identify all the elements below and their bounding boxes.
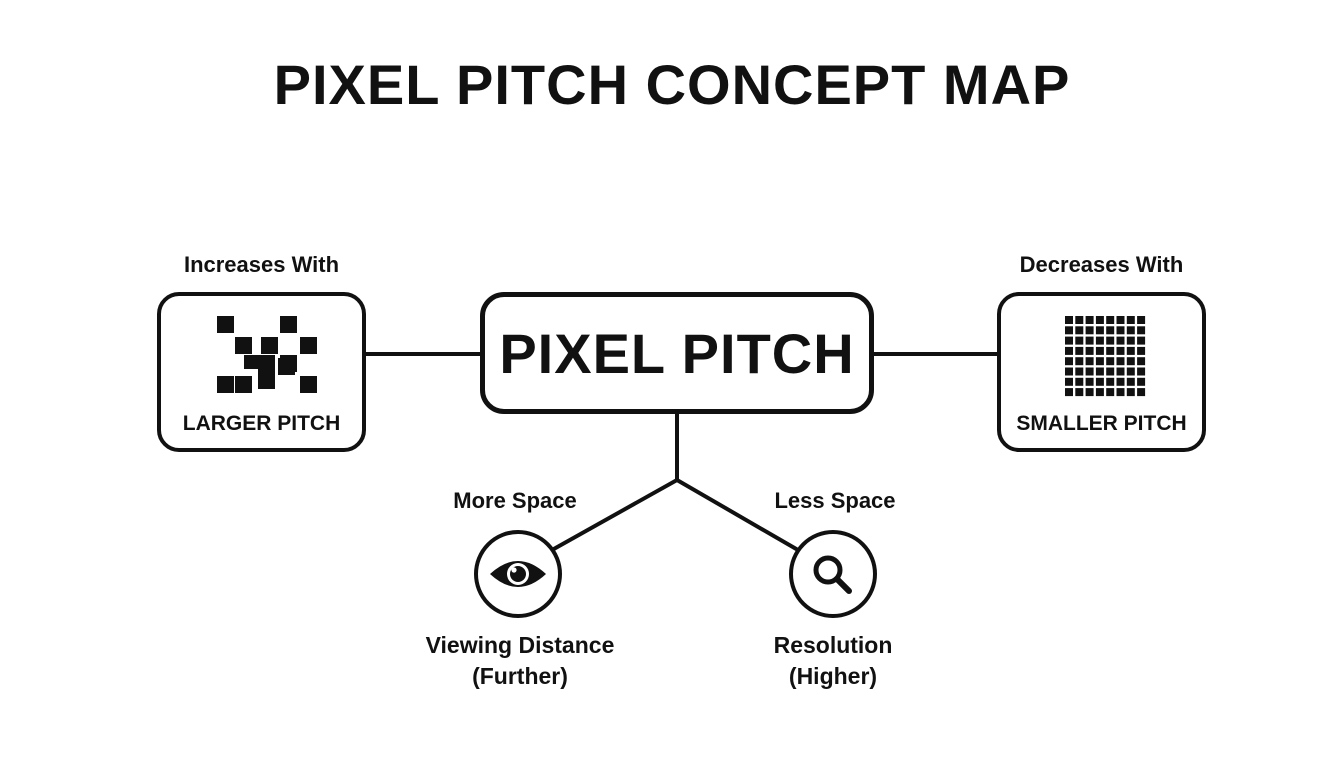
dense-pixel	[1106, 377, 1115, 386]
center-node: PIXEL PITCH	[480, 292, 874, 414]
dense-pixel	[1116, 367, 1125, 376]
dense-pixel	[1075, 336, 1084, 345]
dense-pixel	[1126, 367, 1135, 376]
dense-pixel	[1106, 367, 1115, 376]
dense-pixel	[1085, 316, 1094, 324]
dense-pixel	[1126, 316, 1135, 324]
edge-label-less-space: Less Space	[774, 488, 896, 513]
dense-pixel-grid-icon	[1065, 316, 1146, 397]
dense-pixel	[1075, 388, 1084, 397]
viewing-distance-label: Viewing Distance (Further)	[400, 630, 640, 692]
dense-pixel	[1085, 388, 1094, 397]
dense-pixel	[1075, 377, 1084, 386]
sparse-pixel-grid-icon	[217, 316, 317, 393]
dense-pixel	[1126, 357, 1135, 366]
larger-pitch-label: LARGER PITCH	[182, 412, 341, 435]
dense-pixel	[1065, 367, 1073, 376]
dense-pixel	[1075, 326, 1084, 335]
edge-label-more-space: More Space	[453, 488, 577, 513]
viewing-distance-label-line2: (Further)	[472, 663, 568, 689]
dense-pixel	[1137, 346, 1146, 355]
larger-pitch-node: LARGER PITCH	[157, 292, 366, 452]
resolution-node	[789, 530, 877, 618]
viewing-distance-node	[474, 530, 562, 618]
dense-pixel	[1085, 367, 1094, 376]
page-title: PIXEL PITCH CONCEPT MAP	[273, 53, 1071, 116]
dense-pixel	[1137, 326, 1146, 335]
dense-pixel	[1116, 316, 1125, 324]
dense-pixel	[1116, 326, 1125, 335]
resolution-label-line1: Resolution	[773, 632, 893, 658]
dense-pixel	[1075, 346, 1084, 355]
dense-pixel	[1137, 316, 1146, 324]
dense-pixel	[1116, 346, 1125, 355]
dense-pixel	[1095, 336, 1104, 345]
dense-pixel	[1095, 326, 1104, 335]
dense-pixel	[1065, 346, 1073, 355]
edge-label-increases: Increases With	[183, 252, 340, 277]
dense-pixel	[1116, 377, 1125, 386]
dense-pixel	[1137, 357, 1146, 366]
dense-pixel	[1095, 377, 1104, 386]
dense-pixel	[1106, 357, 1115, 366]
dense-pixel	[1137, 388, 1146, 397]
dense-pixel	[1106, 326, 1115, 335]
dense-pixel	[1085, 377, 1094, 386]
dense-pixel	[1085, 357, 1094, 366]
dense-pixel	[1095, 388, 1104, 397]
viewing-distance-label-line1: Viewing Distance	[425, 632, 615, 658]
dense-pixel	[1106, 336, 1115, 345]
dense-pixel	[1085, 336, 1094, 345]
dense-pixel	[1065, 357, 1073, 366]
dense-pixel	[1065, 388, 1073, 397]
dense-pixel	[1075, 316, 1084, 324]
dense-pixel	[1065, 316, 1073, 324]
magnifier-icon	[813, 555, 852, 594]
dense-pixel	[1126, 346, 1135, 355]
dense-pixel	[1116, 357, 1125, 366]
dense-pixel	[1075, 367, 1084, 376]
resolution-label: Resolution (Higher)	[713, 630, 953, 692]
dense-pixel	[1137, 367, 1146, 376]
dense-pixel	[1137, 377, 1146, 386]
dense-pixel	[1095, 346, 1104, 355]
dense-pixel	[1116, 388, 1125, 397]
smaller-pitch-node: SMALLER PITCH	[997, 292, 1206, 452]
edge-label-decreases: Decreases With	[1019, 252, 1184, 277]
dense-pixel	[1065, 326, 1073, 335]
dense-pixel	[1116, 336, 1125, 345]
dense-pixel	[1095, 367, 1104, 376]
connector-bottom-right	[675, 478, 800, 552]
dense-pixel	[1126, 377, 1135, 386]
center-node-label: PIXEL PITCH	[499, 321, 855, 385]
resolution-label-line2: (Higher)	[788, 663, 878, 689]
dense-pixel	[1095, 316, 1104, 324]
dense-pixel	[1095, 357, 1104, 366]
smaller-pitch-label: SMALLER PITCH	[1016, 412, 1187, 435]
dense-pixel	[1075, 357, 1084, 366]
dense-pixel	[1126, 336, 1135, 345]
dense-pixel	[1106, 388, 1115, 397]
dense-pixel	[1065, 377, 1073, 386]
dense-pixel	[1065, 336, 1073, 345]
dense-pixel	[1106, 316, 1115, 324]
connector-bottom-left	[551, 478, 678, 552]
dense-pixel	[1085, 346, 1094, 355]
eye-icon	[490, 561, 546, 587]
dense-pixel	[1126, 388, 1135, 397]
dense-pixel	[1085, 326, 1094, 335]
dense-pixel	[1106, 346, 1115, 355]
dense-pixel	[1137, 336, 1146, 345]
dense-pixel	[1126, 326, 1135, 335]
